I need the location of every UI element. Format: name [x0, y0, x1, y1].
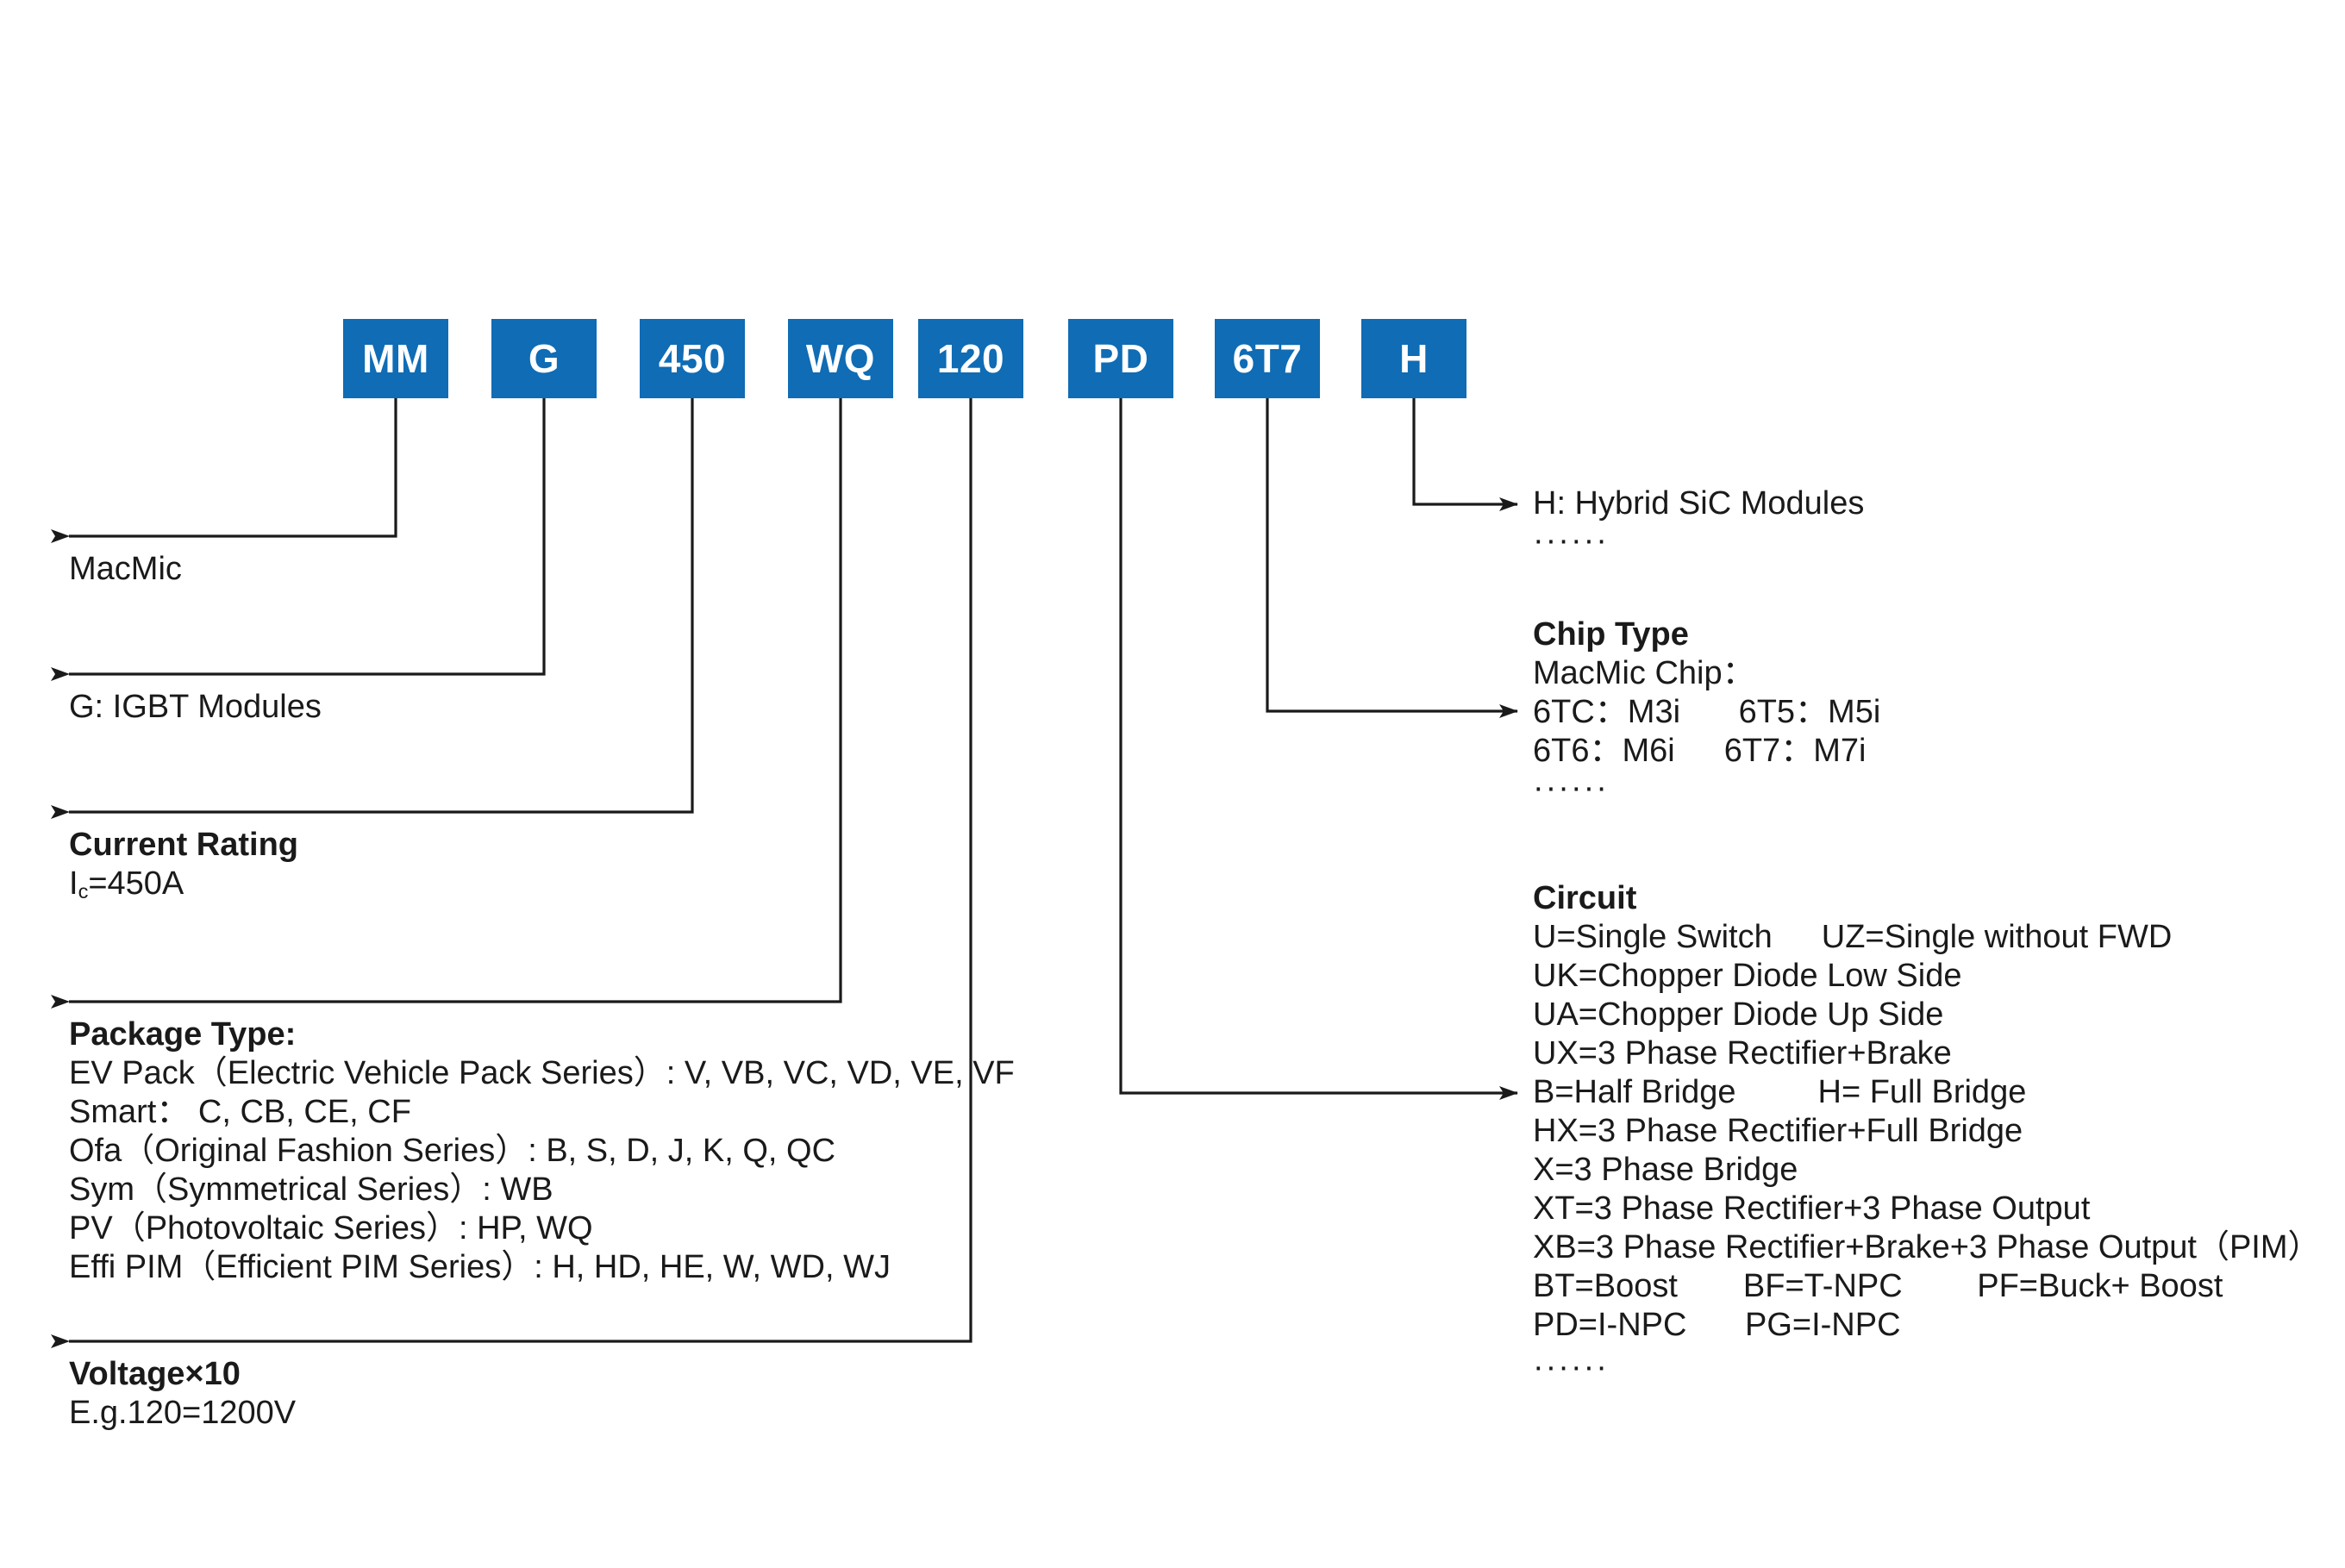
label-voltage-example: E.g.120=1200V: [69, 1395, 297, 1431]
leader-h: [1412, 398, 1518, 511]
label-chip-type-ellipsis: ······: [1533, 770, 1609, 806]
code-box-chip-type[interactable]: 6T7: [1215, 319, 1320, 398]
circuit-line-pd: PD=I-NPC PG=I-NPC: [1533, 1307, 1901, 1343]
label-hybrid-sic-ellipsis: ······: [1533, 522, 1609, 559]
chip-type-line-macmic: MacMic Chip：: [1533, 655, 1755, 691]
label-circuit-ellipsis: ······: [1533, 1349, 1609, 1385]
code-box-circuit[interactable]: PD: [1068, 319, 1173, 398]
circuit-line-xt: XT=3 Phase Rectifier+3 Phase Output: [1533, 1190, 2091, 1227]
code-box-manufacturer[interactable]: MM: [343, 319, 448, 398]
leader-mm: [51, 398, 397, 543]
label-voltage-heading: Voltage×10: [69, 1356, 241, 1392]
label-current-rating-heading: Current Rating: [69, 827, 298, 863]
code-box-hybrid-sic[interactable]: H: [1361, 319, 1466, 398]
chip-type-line-2: 6T6：M6i 6T7：M7i: [1533, 733, 1867, 769]
label-current-rating: Current Rating Ic=450A: [69, 826, 298, 911]
label-package-type-heading: Package Type:: [69, 1016, 297, 1053]
circuit-line-b: B=Half Bridge H= Full Bridge: [1533, 1074, 2027, 1110]
label-circuit-heading: Circuit: [1533, 880, 1637, 916]
current-subscript: c: [78, 880, 89, 903]
circuit-line-ua: UA=Chopper Diode Up Side: [1533, 996, 1944, 1033]
label-hybrid-sic-text: H: Hybrid SiC Modules: [1533, 485, 1865, 522]
package-type-line-ev-pack: EV Pack（Electric Vehicle Pack Series）: V…: [69, 1055, 1015, 1091]
leader-6t7: [1266, 398, 1518, 718]
label-manufacturer: MacMic: [69, 550, 182, 589]
package-type-line-sym: Sym（Symmetrical Series）: WB: [69, 1171, 553, 1208]
label-voltage: Voltage×10 E.g.120=1200V: [69, 1355, 296, 1433]
label-manufacturer-text: MacMic: [69, 551, 182, 587]
code-box-module-family[interactable]: G: [491, 319, 597, 398]
leader-pd: [1119, 398, 1518, 1100]
label-module-family-text: G: IGBT Modules: [69, 689, 322, 725]
circuit-line-x: X=3 Phase Bridge: [1533, 1152, 1798, 1188]
current-symbol: I: [69, 865, 78, 902]
code-box-voltage[interactable]: 120: [918, 319, 1023, 398]
package-type-line-ofa: Ofa（Original Fashion Series）: B, S, D, J…: [69, 1133, 836, 1169]
circuit-line-u: U=Single Switch UZ=Single without FWD: [1533, 919, 2173, 955]
leader-450: [51, 398, 694, 819]
label-chip-type: Chip Type MacMic Chip： 6TC：M3i 6T5：M5i 6…: [1533, 615, 1880, 805]
package-type-line-pv: PV（Photovoltaic Series）: HP, WQ: [69, 1210, 593, 1246]
label-package-type: Package Type: EV Pack（Electric Vehicle P…: [69, 1015, 1015, 1287]
package-type-line-effi-pim: Effi PIM（Efficient PIM Series）: H, HD, H…: [69, 1249, 891, 1285]
current-value: =450A: [88, 865, 184, 902]
circuit-line-bt: BT=Boost BF=T-NPC PF=Buck+ Boost: [1533, 1268, 2223, 1304]
circuit-line-uk: UK=Chopper Diode Low Side: [1533, 958, 1962, 994]
label-hybrid-sic: H: Hybrid SiC Modules ······: [1533, 484, 1864, 558]
label-current-rating-value: Ic=450A: [69, 865, 298, 911]
code-box-current-rating[interactable]: 450: [640, 319, 745, 398]
circuit-line-xb: XB=3 Phase Rectifier+Brake+3 Phase Outpu…: [1533, 1229, 2321, 1265]
package-type-line-smart: Smart： C, CB, CE, CF: [69, 1094, 411, 1130]
circuit-line-hx: HX=3 Phase Rectifier+Full Bridge: [1533, 1113, 2023, 1149]
label-module-family: G: IGBT Modules: [69, 688, 322, 727]
leader-g: [51, 398, 546, 681]
circuit-line-ux: UX=3 Phase Rectifier+Brake: [1533, 1035, 1952, 1071]
label-circuit: Circuit U=Single Switch UZ=Single withou…: [1533, 879, 2321, 1384]
code-box-package-type[interactable]: WQ: [788, 319, 893, 398]
chip-type-line-1: 6TC：M3i 6T5：M5i: [1533, 694, 1881, 730]
label-chip-type-heading: Chip Type: [1533, 616, 1689, 653]
